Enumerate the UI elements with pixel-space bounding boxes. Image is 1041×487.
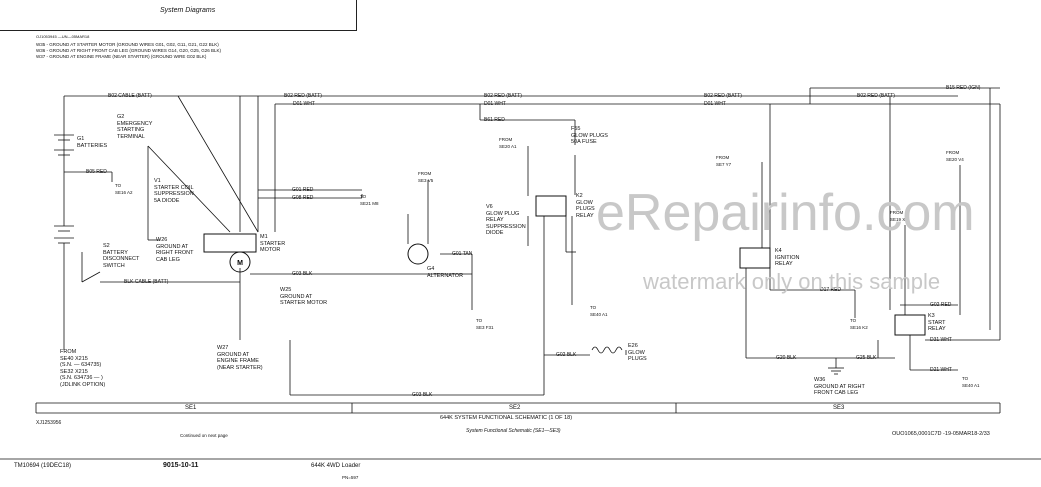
top-code: OJ1053945 —UN—05MAR18: [36, 34, 90, 39]
wire-d17-red: D17 RED: [820, 287, 842, 293]
wire-g02-blk: G02 BLK: [556, 352, 577, 358]
section-se1: SE1: [185, 405, 197, 411]
section-se2: SE2: [509, 405, 521, 411]
wire-b15-red: B15 RED (IGN): [946, 85, 981, 91]
wire-b05-red: B05 RED: [86, 169, 107, 175]
wire-b02-cable: B02 CABLE (BATT): [108, 93, 152, 99]
wire-d01-wht-3: D01 WHT: [704, 101, 726, 107]
wire-g20-blk: G20 BLK: [776, 355, 797, 361]
note-1: W35 - GROUND AT STARTER MOTOR (GROUND WI…: [36, 42, 219, 47]
motor-symbol: M: [237, 260, 243, 267]
wire-d31-wht: D31 WHT: [930, 337, 952, 343]
schematic-title: 644K SYSTEM FUNCTIONAL SCHEMATIC (1 OF 1…: [440, 415, 573, 421]
footer-page: 9015-10-11: [163, 462, 199, 469]
watermark-sub: watermark only on this sample: [643, 269, 941, 294]
wire-b02-red-2: B02 RED (BATT): [484, 93, 522, 99]
footer-manual: TM10694 (19DEC18): [14, 463, 72, 469]
schematic-caption: System Functional Schematic (SE1—SE3): [466, 428, 561, 434]
header-title: System Diagrams: [160, 7, 216, 14]
wire-g03-blk: G03 BLK: [292, 271, 313, 277]
wire-g25-blk: G25 BLK: [856, 355, 877, 361]
wire-b02-red-1: B02 RED (BATT): [284, 93, 322, 99]
ref-code: OUO1065,0001C7D -19-05MAR18-2/33: [892, 431, 990, 437]
note-3: W37 - GROUND AT ENGINE FRAME (NEAR START…: [36, 54, 207, 59]
section-se3: SE3: [833, 405, 845, 411]
wire-blk-cable: BLK CABLE (BATT): [124, 279, 169, 285]
footer-sub: PN=597: [342, 475, 359, 480]
wire-b02-red-3: B02 RED (BATT): [704, 93, 742, 99]
footer-model: 644K 4WD Loader: [311, 463, 361, 469]
continued-note: Continued on next page: [180, 433, 228, 438]
wire-g03-blk-bottom: G03 BLK: [412, 392, 433, 398]
wire-b61-red: B61 RED: [484, 117, 505, 123]
wire-d01-wht-2: D01 WHT: [484, 101, 506, 107]
wire-g02-red: G02 RED: [930, 302, 952, 308]
header-box: System Diagrams: [0, 0, 357, 31]
doc-id: XJ1253956: [36, 420, 62, 426]
wire-g08-red: G08 RED: [292, 195, 314, 201]
watermark-main: eRepairinfo.com: [596, 184, 975, 242]
note-2: W36 - GROUND AT RIGHT FRONT CAB LEG (GRO…: [36, 48, 221, 53]
wire-g01-red: G01 RED: [292, 187, 314, 193]
wire-d01-wht-1: D01 WHT: [293, 101, 315, 107]
wire-d21-wht: D21 WHT: [930, 367, 952, 373]
wire-b02-red-4: B02 RED (BATT): [857, 93, 895, 99]
wire-g01-tan: G01 TAN: [452, 251, 473, 257]
